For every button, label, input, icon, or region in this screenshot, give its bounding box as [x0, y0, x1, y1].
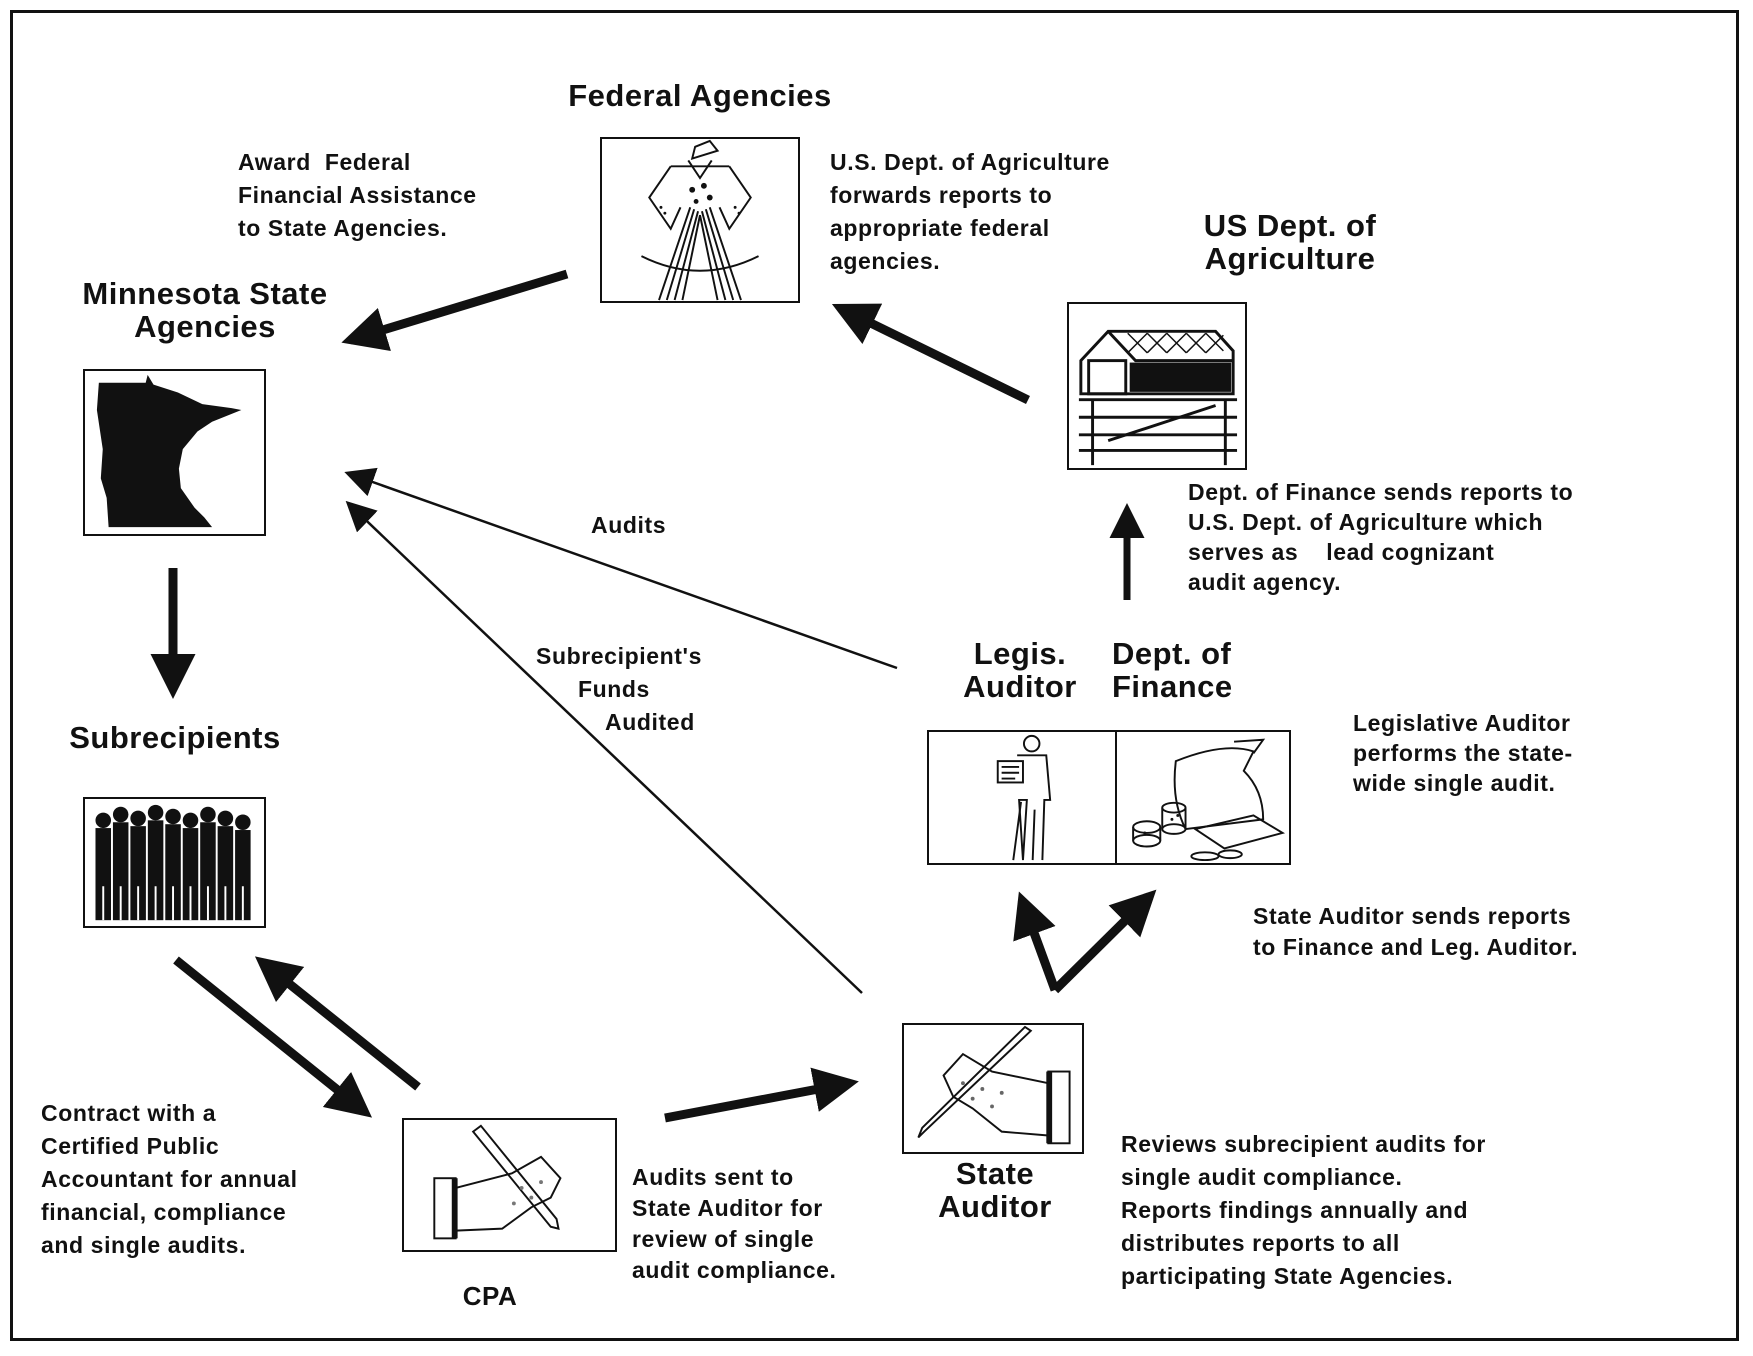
- usda-forwards-note: U.S. Dept. of Agriculture forwards repor…: [830, 149, 1110, 274]
- dept-finance-box: [1115, 730, 1291, 865]
- arrow-cpa-to-state-auditor: [664, 1067, 859, 1123]
- award-note: Award Federal Financial Assistance to St…: [238, 149, 477, 241]
- legislative-performs-note: Legislative Auditor performs the state- …: [1353, 710, 1573, 796]
- state-auditor-box: [902, 1023, 1084, 1154]
- audits-label: Audits: [591, 512, 667, 538]
- diagram-border: [10, 10, 1739, 1341]
- state-auditor-title: State Auditor: [938, 1156, 1052, 1224]
- barn-icon: [1078, 329, 1238, 466]
- audits-sent-note: Audits sent to State Auditor for review …: [632, 1164, 837, 1283]
- hand-pencil-icon: [917, 1025, 1071, 1145]
- arrow-subrecipient-funds-to-minnesota: [345, 500, 863, 994]
- arrow-state-auditor-to-legis: [1013, 891, 1060, 992]
- cpa-box: [402, 1118, 617, 1252]
- dept-finance-title: Dept. of Finance: [1112, 636, 1233, 704]
- arrow-cpa-to-subrecipients: [254, 956, 421, 1091]
- uncle-sam-icon: [641, 139, 759, 301]
- crowd-icon: [95, 804, 251, 921]
- subrecipients-crowd-box: [83, 797, 266, 928]
- subrecipients-title: Subrecipients: [69, 720, 281, 755]
- usda-barn-box: [1067, 302, 1247, 470]
- subrecipient-funds-label: Subrecipient's Funds Audited: [536, 643, 702, 735]
- minnesota-map-icon: [96, 374, 242, 528]
- hand-pencil-icon: [433, 1124, 562, 1240]
- arrow-usda-to-federal: [831, 303, 1030, 405]
- minnesota-map-box: [83, 369, 266, 536]
- legis-auditor-title: Legis. Auditor: [963, 636, 1077, 704]
- arrow-audits-to-minnesota: [344, 467, 898, 670]
- cpa-title: CPA: [462, 1281, 518, 1311]
- reviews-note: Reviews subrecipient audits for single a…: [1121, 1131, 1486, 1289]
- auditor-figure-icon: [996, 734, 1052, 861]
- usda-title: US Dept. of Agriculture: [1203, 208, 1377, 276]
- minnesota-agencies-title: Minnesota State Agencies: [82, 276, 328, 344]
- arrow-subrecipients-to-cpa: [173, 956, 373, 1118]
- money-bag-icon: [1132, 738, 1286, 862]
- legis-auditor-box: [927, 730, 1117, 865]
- contract-note: Contract with a Certified Public Account…: [41, 1100, 298, 1258]
- state-sends-note: State Auditor sends reports to Finance a…: [1253, 903, 1579, 960]
- finance-sends-note: Dept. of Finance sends reports to U.S. D…: [1188, 479, 1574, 595]
- federal-agencies-title: Federal Agencies: [568, 78, 832, 113]
- arrow-federal-to-minnesota: [341, 269, 569, 352]
- federal-agencies-box: [600, 137, 800, 303]
- arrow-state-auditor-to-finance: [1051, 889, 1157, 994]
